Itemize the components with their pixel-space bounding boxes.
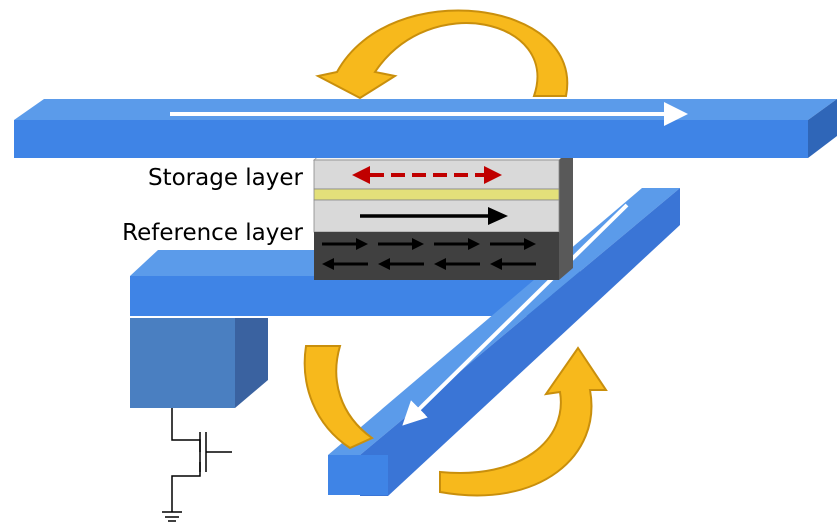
via-pillar-side <box>235 318 268 408</box>
pinned-layer-arrows <box>322 238 536 270</box>
storage-layer-label: Storage layer <box>148 165 304 191</box>
transistor-icon <box>171 408 232 512</box>
stack-side <box>559 148 573 280</box>
via-pillar-front <box>130 318 235 408</box>
curved-arrow-icon <box>315 9 569 100</box>
diagonal-line-top <box>328 188 680 455</box>
diagonal-current-arrow <box>402 203 629 426</box>
ground-icon <box>162 511 182 522</box>
top-electrode-side <box>808 99 837 158</box>
diagonal-line-front <box>328 455 388 495</box>
tunnel-barrier <box>313 188 560 201</box>
reference-layer-label: Reference layer <box>122 220 303 246</box>
mtj-stack <box>312 147 575 280</box>
lower-right-curved-arrow <box>439 346 608 497</box>
reference-magnetization-arrow <box>360 207 508 225</box>
top-electrode <box>14 99 837 158</box>
top-electrode-top <box>14 99 837 120</box>
top-electrode-front <box>14 120 808 158</box>
diagonal-line-side <box>360 188 680 496</box>
storage-magnetization-arrow <box>352 166 502 184</box>
lower-left-curved-arrow <box>303 345 374 450</box>
curved-arrow-icon <box>303 345 374 450</box>
curved-arrow-icon <box>439 346 608 497</box>
top-curved-arrow <box>315 9 569 100</box>
pinned-layer <box>314 232 559 280</box>
bottom-electrode-front <box>130 276 552 316</box>
diagonal-line <box>328 188 680 496</box>
via-pillar <box>130 318 268 408</box>
